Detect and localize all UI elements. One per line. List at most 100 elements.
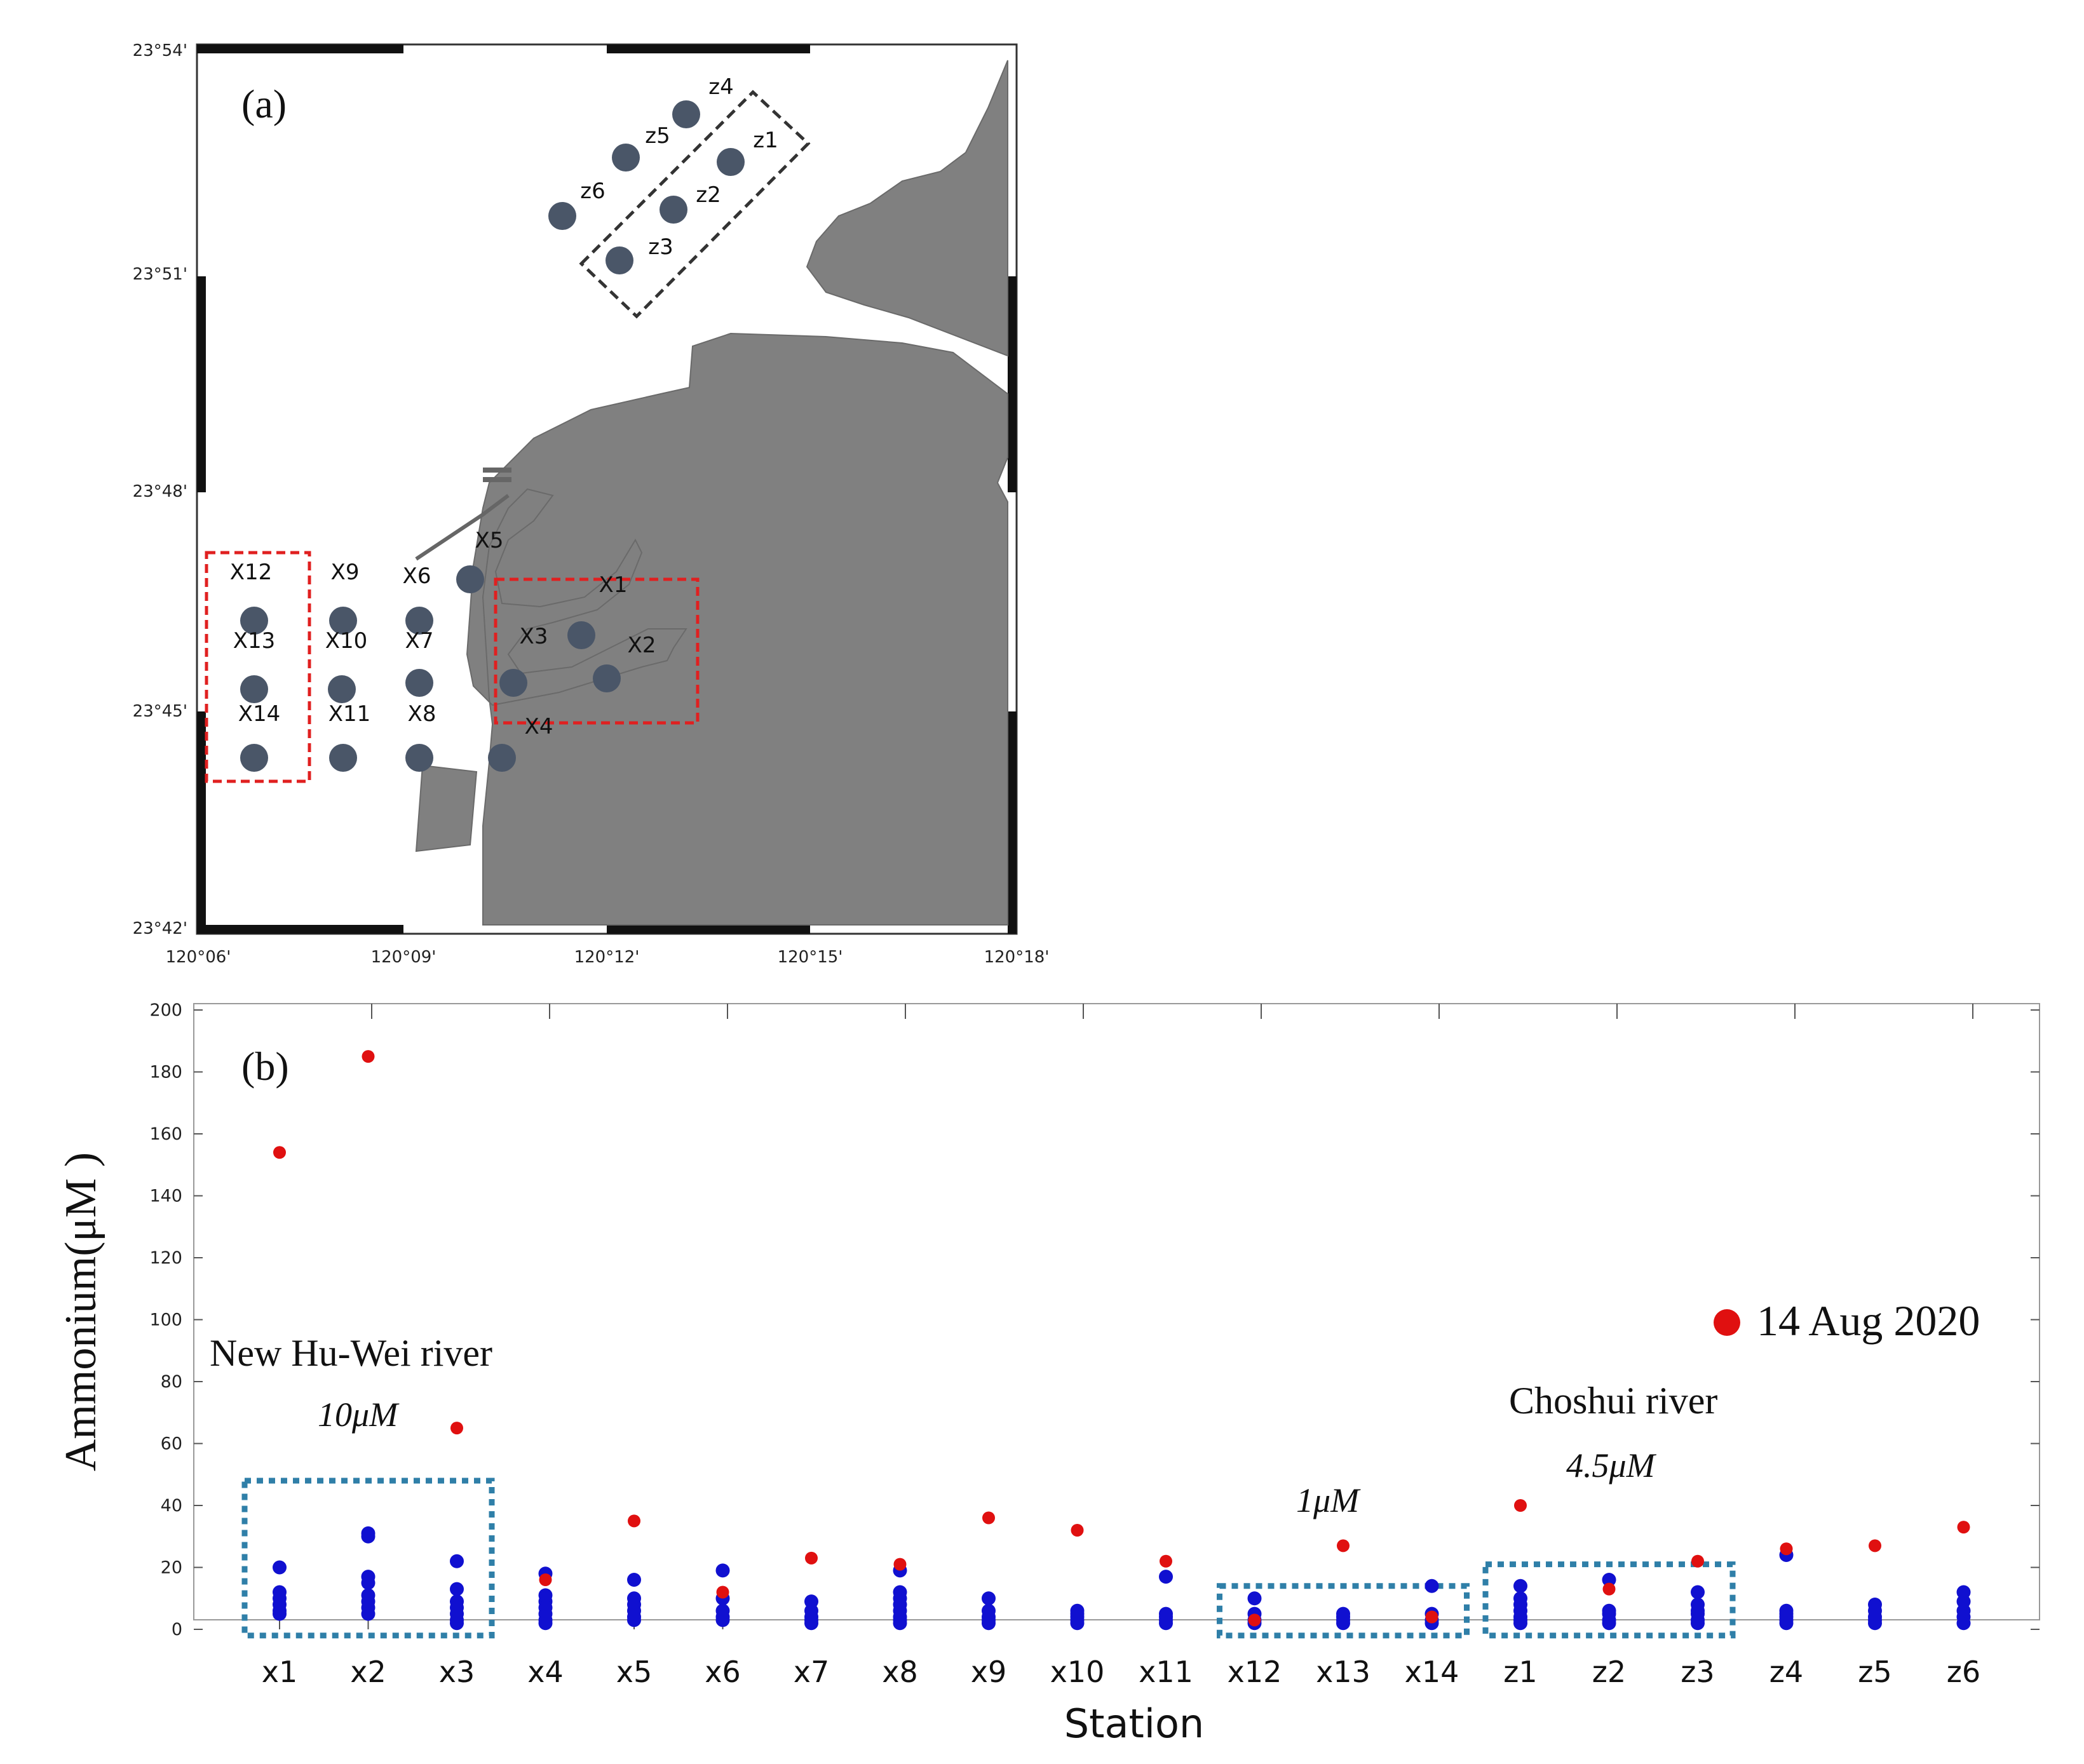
station-marker-x14: [240, 744, 268, 772]
y-tick-label-6: 120: [149, 1248, 182, 1268]
red-point-x10: [1071, 1524, 1084, 1537]
red-point-x14: [1425, 1610, 1438, 1624]
panel-label-a: (a): [241, 81, 287, 126]
station-marker-x10: [328, 675, 356, 703]
lon-tick-2: 120°12': [574, 948, 640, 967]
blue-point-x5-5: [627, 1613, 641, 1627]
blue-point-z2-4: [1602, 1616, 1616, 1631]
station-marker-x5: [456, 565, 484, 593]
blue-point-x14-0: [1424, 1579, 1439, 1593]
red-point-z5: [1869, 1539, 1881, 1552]
red-dashed-box-harbour: [494, 577, 700, 725]
station-label-z5: z5: [645, 123, 670, 149]
annotation-hu-wei: New Hu-Wei river 10μM: [210, 1332, 492, 1434]
blue-points: [273, 1526, 1971, 1631]
y-tick-label-8: 160: [149, 1124, 182, 1144]
station-marker-x8: [405, 744, 433, 772]
red-point-x13: [1337, 1539, 1350, 1552]
station-label-x4: X4: [525, 714, 553, 739]
x-tick-label-x12: x12: [1228, 1655, 1282, 1689]
y-tick-label-1: 20: [161, 1558, 182, 1578]
x-tick-label-x2: x2: [350, 1655, 386, 1689]
blue-point-x3-1: [450, 1582, 464, 1596]
blue-point-x2-7: [361, 1606, 376, 1621]
y-tick-label-2: 40: [161, 1496, 182, 1516]
box-mid: [1217, 1583, 1470, 1639]
station-label-x7: X7: [405, 628, 434, 654]
station-label-x14: X14: [238, 701, 281, 727]
station-label-x11: X11: [328, 701, 371, 727]
station-label-z6: z6: [580, 178, 605, 204]
blue-point-x12-0: [1247, 1591, 1262, 1606]
y-tick-label-0: 0: [172, 1620, 182, 1639]
blue-point-x3-0: [450, 1554, 464, 1568]
annotation-hu-wei-title: New Hu-Wei river: [210, 1332, 492, 1374]
station-label-x2: X2: [628, 633, 656, 658]
blue-point-x6-0: [715, 1563, 730, 1578]
station-label-x8: X8: [408, 701, 436, 727]
station-marker-x1: [567, 621, 595, 649]
red-point-x8: [893, 1558, 907, 1571]
y-tick-label-7: 140: [149, 1187, 182, 1206]
blue-point-x9-4: [982, 1616, 996, 1631]
red-point-x4: [539, 1573, 552, 1586]
station-marker-x13: [240, 675, 268, 703]
blue-point-x11-0: [1159, 1570, 1173, 1584]
annotation-hu-wei-value: 10μM: [318, 1396, 400, 1434]
blue-point-x2-1: [361, 1529, 376, 1544]
station-label-z4: z4: [708, 74, 733, 100]
lon-tick-labels: 120°06'120°09'120°12'120°15'120°18': [166, 948, 1050, 967]
blue-point-x2-3: [361, 1575, 376, 1590]
annotation-mid-value: 1μM: [1296, 1481, 1361, 1519]
blue-point-x3-6: [450, 1616, 464, 1631]
x-tick-label-z4: z4: [1769, 1655, 1803, 1689]
red-dashed-box-west: [205, 551, 311, 783]
y-tick-label-10: 200: [149, 1000, 182, 1020]
blue-point-x6-4: [715, 1613, 730, 1627]
station-marker-z6: [548, 202, 576, 230]
station-marker-x11: [329, 744, 357, 772]
blue-point-x10-4: [1070, 1616, 1085, 1631]
red-point-x5: [628, 1514, 640, 1528]
jetty: [415, 494, 510, 561]
red-point-x3: [450, 1422, 463, 1435]
station-label-x13: X13: [233, 628, 276, 654]
x-tick-label-x11: x11: [1139, 1655, 1193, 1689]
blue-point-x13-3: [1336, 1616, 1350, 1631]
blue-point-x1-5: [273, 1606, 287, 1621]
x-tick-label-z5: z5: [1858, 1655, 1891, 1689]
red-point-z4: [1780, 1542, 1793, 1556]
station-label-z2: z2: [696, 182, 721, 208]
annotation-choshui-title: Choshui river: [1509, 1380, 1717, 1422]
lon-tick-3: 120°15': [778, 948, 843, 967]
blue-point-x9-0: [982, 1591, 996, 1606]
red-point-x7: [805, 1551, 818, 1565]
red-point-x12: [1248, 1613, 1261, 1627]
annotation-choshui: Choshui river 4.5μM: [1509, 1380, 1717, 1485]
x-tick-label-z2: z2: [1592, 1655, 1626, 1689]
black-dashed-box-z: [579, 90, 811, 319]
station-label-x5: X5: [475, 528, 504, 553]
lon-tick-1: 120°09': [371, 948, 436, 967]
x-tick-label-x1: x1: [262, 1655, 298, 1689]
lat-tick-0: 23°54': [133, 41, 187, 60]
station-marker-z1: [717, 148, 745, 176]
red-point-z3: [1691, 1554, 1704, 1568]
blue-point-x5-0: [627, 1573, 641, 1587]
x-tick-label-z1: z1: [1503, 1655, 1537, 1689]
annotation-choshui-value: 4.5μM: [1566, 1446, 1657, 1485]
x-axis-label: Station: [1064, 1700, 1204, 1747]
legend: 14 Aug 2020: [1714, 1296, 1980, 1345]
panel-label-b: (b): [241, 1044, 289, 1089]
blue-point-x4-6: [538, 1616, 553, 1631]
y-tick-label-4: 80: [161, 1372, 182, 1392]
blue-point-z3-0: [1691, 1585, 1705, 1599]
blue-point-z4-5: [1779, 1616, 1794, 1631]
lat-tick-4: 23°42': [133, 919, 187, 938]
station-label-x10: X10: [325, 628, 368, 654]
blue-point-x7-4: [804, 1616, 818, 1631]
